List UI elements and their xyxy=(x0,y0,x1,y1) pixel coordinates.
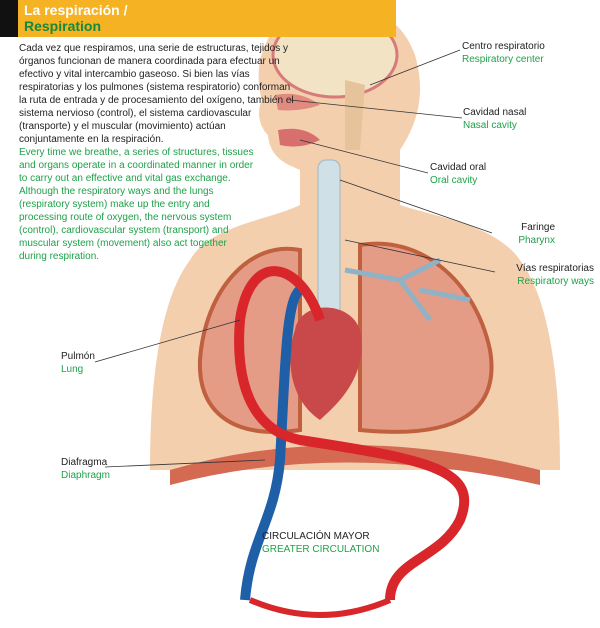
label-en: GREATER CIRCULATION xyxy=(262,544,380,555)
title-spanish: La respiración / xyxy=(24,2,128,18)
label-nasal-cavity: Cavidad nasal Nasal cavity xyxy=(463,106,526,132)
nasal-cavity xyxy=(275,93,320,111)
label-oral-cavity: Cavidad oral Oral cavity xyxy=(430,161,486,187)
label-respiratory-center: Centro respiratorio Respiratory center xyxy=(462,40,545,66)
label-es: Cavidad nasal xyxy=(463,107,527,118)
label-en: Pharynx xyxy=(518,235,555,246)
label-en: Nasal cavity xyxy=(463,120,517,131)
label-es: Diafragma xyxy=(61,457,108,468)
label-es: Vías respiratorias xyxy=(516,263,594,274)
intro-english: Every time we breathe, a series of struc… xyxy=(19,146,254,263)
label-es: Centro respiratorio xyxy=(462,41,545,52)
heart xyxy=(290,307,362,420)
label-es: Faringe xyxy=(521,222,555,233)
label-lung: Pulmón Lung xyxy=(61,350,95,376)
title-header: La respiración / Respiration xyxy=(0,0,396,37)
left-lung xyxy=(197,246,302,434)
label-en: Diaphragm xyxy=(61,470,110,481)
brainstem xyxy=(345,80,365,150)
label-en: Respiratory ways xyxy=(517,276,594,287)
label-en: Lung xyxy=(61,364,84,375)
label-es: Pulmón xyxy=(61,351,95,362)
label-en: Oral cavity xyxy=(430,175,478,186)
label-greater-circulation: CIRCULACIÓN MAYOR GREATER CIRCULATION xyxy=(262,530,379,556)
label-es: Cavidad oral xyxy=(430,162,487,173)
right-lung xyxy=(358,241,494,434)
label-pharynx: Faringe Pharynx xyxy=(518,221,555,247)
capillary-bed xyxy=(248,597,392,618)
intro-english-p1: Every time we breathe, a series of struc… xyxy=(19,147,254,184)
leader-lines xyxy=(94,49,496,468)
label-en: Respiratory center xyxy=(462,54,544,65)
label-respiratory-ways: Vías respiratorias Respiratory ways xyxy=(516,262,594,288)
intro-text: Cada vez que respiramos, una serie de es… xyxy=(19,42,294,263)
header-accent-bar xyxy=(0,0,18,37)
trachea xyxy=(317,159,341,321)
label-diaphragm: Diafragma Diaphragm xyxy=(61,456,110,482)
diaphragm xyxy=(170,445,540,485)
bronchi xyxy=(344,257,471,322)
title-english: Respiration xyxy=(24,18,102,34)
label-es: CIRCULACIÓN MAYOR xyxy=(262,531,370,542)
intro-english-p2: Although the respiratory ways and the lu… xyxy=(19,186,232,262)
artery-vessel xyxy=(234,266,470,601)
intro-spanish: Cada vez que respiramos, una serie de es… xyxy=(19,43,294,145)
vein-vessel xyxy=(240,285,304,601)
